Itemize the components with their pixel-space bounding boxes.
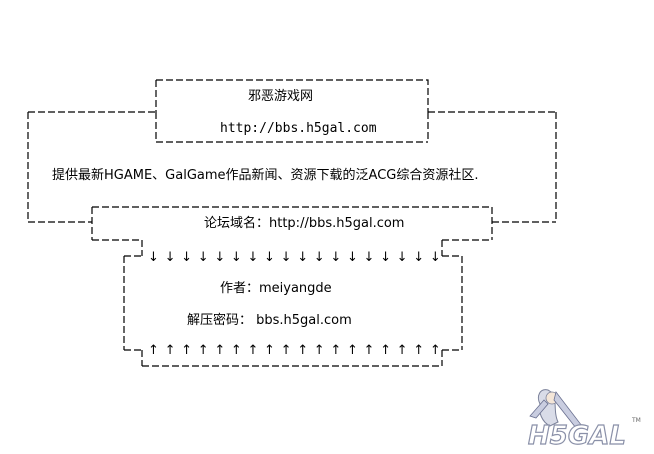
down-arrow: ↓ <box>313 250 325 265</box>
down-arrow: ↓ <box>429 250 441 265</box>
down-arrow: ↓ <box>264 250 275 265</box>
up-arrow: ↑ <box>330 343 342 358</box>
down-arrow: ↓ <box>247 250 259 265</box>
down-arrow: ↓ <box>413 250 425 265</box>
down-arrow: ↓ <box>230 250 242 265</box>
up-arrow: ↑ <box>380 343 391 358</box>
up-arrow: ↑ <box>181 343 193 358</box>
down-arrow: ↓ <box>164 250 176 265</box>
up-arrow: ↑ <box>313 343 325 358</box>
logo-tm: TM <box>631 417 641 424</box>
up-arrow: ↑ <box>413 343 425 358</box>
up-arrow: ↑ <box>363 343 375 358</box>
up-arrow: ↑ <box>429 343 441 358</box>
up-arrow-row: ↑ ↑ ↑ ↑ ↑ ↑ ↑ ↑ ↑ ↑ ↑ ↑ ↑ ↑ ↑ ↑ ↑ ↑ <box>148 343 441 358</box>
up-arrow: ↑ <box>264 343 275 358</box>
down-arrow: ↓ <box>380 250 391 265</box>
down-arrow: ↓ <box>148 250 159 265</box>
down-arrow-row: ↓ ↓ ↓ ↓ ↓ ↓ ↓ ↓ ↓ ↓ ↓ ↓ ↓ ↓ ↓ ↓ ↓ ↓ <box>148 250 441 265</box>
up-arrow: ↑ <box>297 343 309 358</box>
mascot-icon <box>529 389 583 429</box>
up-arrow: ↑ <box>280 343 292 358</box>
down-arrow: ↓ <box>280 250 292 265</box>
down-arrow: ↓ <box>214 250 226 265</box>
site-title: 邪恶游戏网 <box>248 89 314 104</box>
up-arrow: ↑ <box>197 343 209 358</box>
h5gal-logo: H5GAL TM <box>527 389 641 450</box>
password: 解压密码： bbs.h5gal.com <box>187 313 352 328</box>
down-arrow: ↓ <box>346 250 358 265</box>
down-arrow: ↓ <box>363 250 375 265</box>
down-arrow: ↓ <box>297 250 309 265</box>
down-arrow: ↓ <box>396 250 408 265</box>
down-arrow: ↓ <box>181 250 193 265</box>
up-arrow: ↑ <box>230 343 242 358</box>
author: 作者：meiyangde <box>220 281 332 296</box>
up-arrow: ↑ <box>247 343 259 358</box>
top-url: http://bbs.h5gal.com <box>220 121 377 136</box>
logo-text: H5GAL <box>528 421 626 450</box>
forum-domain: 论坛域名：http://bbs.h5gal.com <box>204 216 405 231</box>
description: 提供最新HGAME、GalGame作品新闻、资源下载的泛ACG综合资源社区. <box>52 168 479 183</box>
up-arrow: ↑ <box>396 343 408 358</box>
up-arrow: ↑ <box>214 343 226 358</box>
down-arrow: ↓ <box>197 250 209 265</box>
up-arrow: ↑ <box>346 343 358 358</box>
up-arrow: ↑ <box>164 343 176 358</box>
up-arrow: ↑ <box>148 343 159 358</box>
down-arrow: ↓ <box>330 250 342 265</box>
